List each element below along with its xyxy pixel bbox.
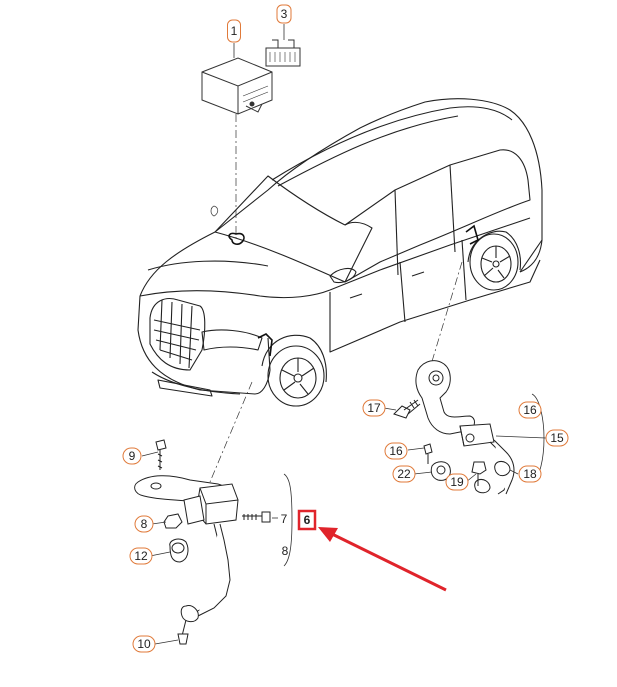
highlight-box: [297, 509, 317, 531]
callout-border: [276, 4, 292, 24]
callout-c16b: 16: [384, 442, 408, 460]
callout-label: 8: [141, 517, 148, 531]
callout-c6: 6: [297, 509, 317, 531]
callout-label: 7: [281, 512, 288, 526]
callout-c12: 12: [129, 547, 153, 565]
callout-label: 17: [367, 401, 381, 415]
highlight-arrow: [318, 527, 447, 592]
callout-border: [122, 447, 142, 465]
callout-label: 18: [523, 467, 537, 481]
callout-c18: 18: [518, 465, 542, 483]
callout-c16a: 16: [518, 401, 542, 419]
sensor-marker-front: [228, 232, 273, 357]
callout-label: 12: [134, 549, 148, 563]
rear-level-sensor-assembly: [393, 360, 515, 495]
dash-line: [209, 381, 253, 483]
callout-label: 16: [523, 403, 537, 417]
callout-border: [134, 515, 154, 533]
callout-label: 19: [450, 475, 464, 489]
callout-border: [132, 635, 156, 653]
callout-border: [518, 401, 542, 419]
sensor-marker-rear: [465, 224, 479, 245]
dash-line: [429, 261, 463, 369]
callout-label: 3: [281, 7, 288, 21]
callout-label: 22: [397, 467, 411, 481]
callout-label: 10: [137, 637, 151, 651]
callout-c3: 3: [276, 4, 292, 24]
vehicle-outline: [137, 98, 543, 407]
callouts: 1 3 9 8 12 10 7 6 8 17 16 16 22 19 15 18: [122, 4, 569, 653]
callout-border: [518, 465, 542, 483]
callout-border: [227, 19, 241, 43]
control-unit-part: [201, 57, 273, 115]
callout-c8b: 8: [282, 544, 289, 558]
floor-detail: [210, 205, 219, 217]
callout-border: [392, 465, 416, 483]
callout-label: 9: [129, 449, 136, 463]
callout-c1: 1: [227, 19, 241, 43]
callout-border: [545, 429, 569, 447]
callout-c17: 17: [362, 399, 386, 417]
connector-part: [265, 39, 301, 67]
callout-border: [384, 442, 408, 460]
callout-label: 8: [282, 544, 289, 558]
callout-c15: 15: [545, 429, 569, 447]
callout-c10: 10: [132, 635, 156, 653]
callout-c8a: 8: [134, 515, 154, 533]
callout-border: [362, 399, 386, 417]
callout-label: 15: [550, 431, 564, 445]
callout-c7: 7: [281, 512, 288, 526]
callout-label: 16: [389, 444, 403, 458]
callout-c22: 22: [392, 465, 416, 483]
callout-label: 6: [304, 513, 311, 527]
callout-border: [445, 473, 469, 491]
callout-label: 1: [231, 24, 238, 38]
callout-c19: 19: [445, 473, 469, 491]
callout-c9: 9: [122, 447, 142, 465]
front-level-sensor-assembly: [134, 439, 271, 645]
leader-lines-front: [141, 451, 293, 645]
callout-border: [129, 547, 153, 565]
